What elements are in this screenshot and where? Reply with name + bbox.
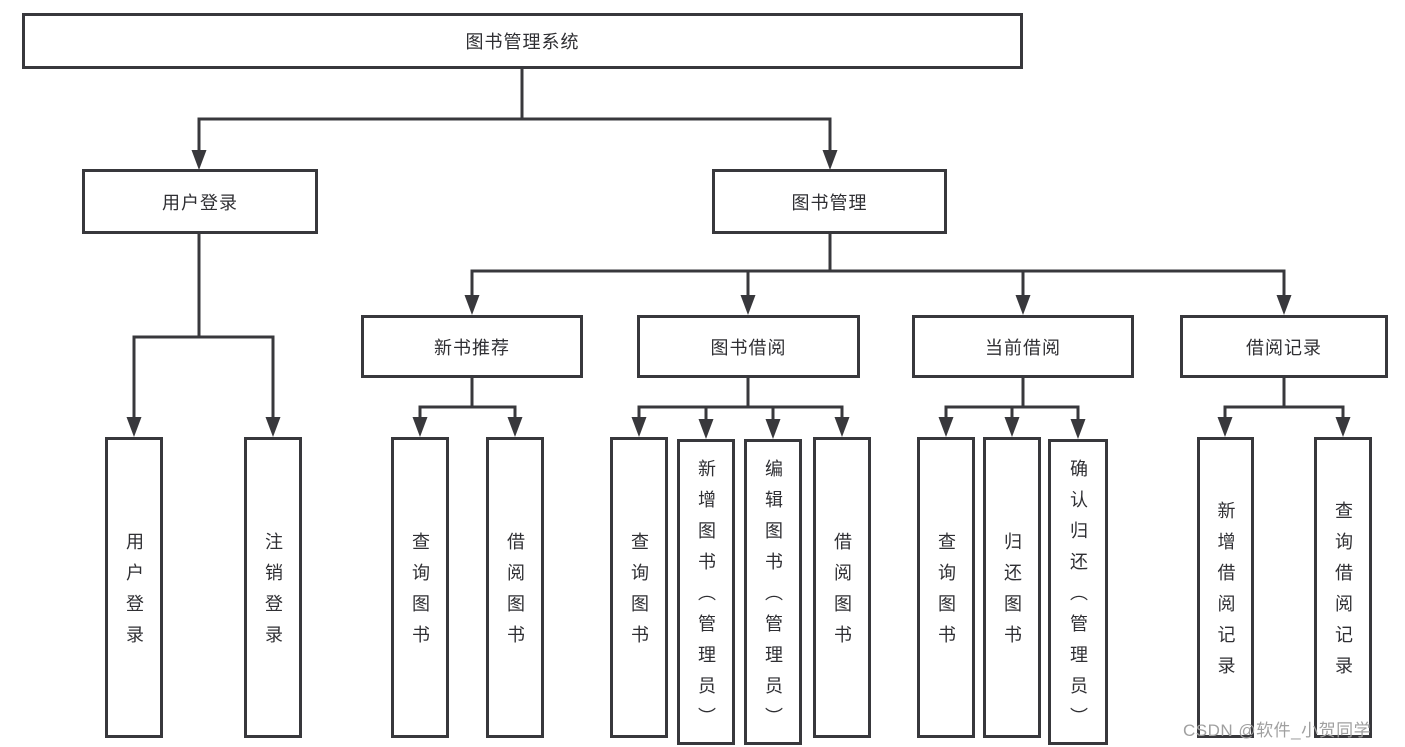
node-library-system: 图书管理系统 xyxy=(22,13,1023,69)
leaf-label: 归还图书 xyxy=(1002,532,1022,656)
leaf-label: 用户登录 xyxy=(124,532,144,656)
node-label: 图书管理 xyxy=(791,192,868,213)
node-label: 图书借阅 xyxy=(710,337,787,358)
leaf-return-books: 归还图书 xyxy=(983,437,1041,738)
leaf-borrow-books-recommend: 借阅图书 xyxy=(486,437,544,738)
leaf-label: 确认归还（管理员） xyxy=(1068,459,1088,738)
node-label: 借阅记录 xyxy=(1246,337,1322,358)
leaf-label: 借阅图书 xyxy=(832,532,852,656)
watermark-text: CSDN @软件_小贺同学 xyxy=(1183,721,1372,740)
leaf-user-login: 用户登录 xyxy=(105,437,163,738)
leaf-query-books-recommend: 查询图书 xyxy=(391,437,449,738)
node-label: 用户登录 xyxy=(162,192,238,213)
node-book-borrow: 图书借阅 xyxy=(637,315,860,378)
leaf-borrow-books: 借阅图书 xyxy=(813,437,871,738)
leaf-label: 查询图书 xyxy=(936,532,956,656)
leaf-label: 查询图书 xyxy=(629,532,649,656)
node-book-management: 图书管理 xyxy=(712,169,947,234)
leaf-label: 新增借阅记录 xyxy=(1215,501,1236,687)
leaf-query-books-current: 查询图书 xyxy=(917,437,975,738)
leaf-confirm-return-admin: 确认归还（管理员） xyxy=(1048,439,1108,745)
leaf-label: 查询借阅记录 xyxy=(1333,501,1353,687)
node-label: 图书管理系统 xyxy=(465,32,580,52)
node-new-book-recommend: 新书推荐 xyxy=(361,315,583,378)
leaf-label: 借阅图书 xyxy=(505,532,525,656)
node-label: 新书推荐 xyxy=(434,337,510,358)
arrowhead-icons xyxy=(126,150,1351,439)
leaf-logout: 注销登录 xyxy=(244,437,302,738)
node-user-login: 用户登录 xyxy=(82,169,318,234)
leaf-query-borrow-record: 查询借阅记录 xyxy=(1314,437,1372,738)
leaf-add-borrow-record: 新增借阅记录 xyxy=(1197,437,1254,738)
leaf-label: 编辑图书（管理员） xyxy=(763,459,783,738)
leaf-label: 新增图书（管理员） xyxy=(696,459,716,738)
leaf-query-books-borrow: 查询图书 xyxy=(610,437,668,738)
leaf-add-books-admin: 新增图书（管理员） xyxy=(677,439,735,745)
node-current-borrow: 当前借阅 xyxy=(912,315,1134,378)
leaf-label: 查询图书 xyxy=(410,532,430,656)
leaf-label: 注销登录 xyxy=(263,532,283,656)
node-borrow-records: 借阅记录 xyxy=(1180,315,1388,378)
leaf-edit-books-admin: 编辑图书（管理员） xyxy=(744,439,802,745)
node-label: 当前借阅 xyxy=(985,337,1061,358)
